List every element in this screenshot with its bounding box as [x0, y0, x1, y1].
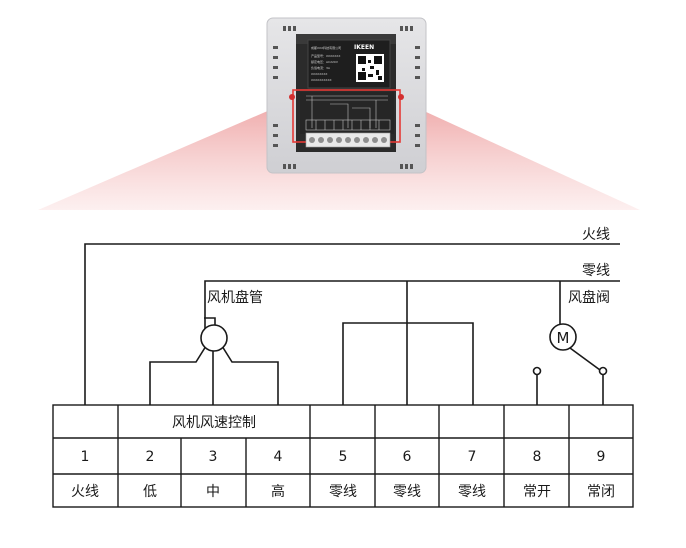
terminal-numbers: 1 2 3 4 5 6 7 8 9: [81, 449, 606, 465]
neutral-line-label: 零线: [582, 263, 610, 279]
live-line-label: 火线: [582, 227, 610, 243]
terminal-table: [52, 404, 634, 508]
fan-coil-label: 风机盘管: [207, 289, 263, 306]
speed-control-label: 风机风速控制: [172, 415, 256, 431]
wiring-diagram: [84, 243, 620, 405]
terminal-name: 中: [206, 484, 220, 500]
sticker-line-3: 额定电压：AC220V: [311, 59, 339, 64]
thermostat-back-panel: IKEEN 成都XXX科技有限公司 产品型号：XXXXXXX 额定电压：AC22…: [266, 17, 427, 174]
terminal-name: 常闭: [587, 484, 615, 500]
fan-coil-symbol: [200, 317, 228, 352]
sticker-line-2: 产品型号：XXXXXXX: [311, 53, 340, 58]
motor-label: M: [557, 329, 570, 347]
device-brand: IKEEN: [354, 44, 374, 51]
sticker-line-4: 负载电流：3A: [311, 65, 331, 70]
qr-code: [356, 54, 384, 82]
sticker-line-1: 成都XXX科技有限公司: [311, 45, 341, 50]
terminal-name: 零线: [458, 484, 486, 500]
terminal-name: 零线: [329, 484, 357, 500]
terminal-number: 6: [403, 449, 412, 465]
fan-valve-label: 风盘阀: [568, 289, 610, 306]
terminal-number: 8: [533, 449, 542, 465]
terminal-number: 5: [339, 449, 348, 465]
terminal-number: 4: [274, 449, 283, 465]
terminal-name: 零线: [393, 484, 421, 500]
terminal-number: 2: [146, 449, 155, 465]
neutral-wire: [204, 280, 620, 330]
terminal-name: 低: [143, 484, 157, 500]
terminal-names: 火线 低 中 高 零线 零线 零线 常开 常闭: [71, 483, 615, 500]
sticker-line-6: XXXXXXXXXX: [311, 78, 332, 82]
terminal-block: [305, 132, 391, 148]
terminal-number: 9: [597, 449, 606, 465]
sticker-line-5: XXXXXXXX: [311, 72, 327, 76]
diagram-card: [38, 210, 642, 524]
motor-symbol: M: [549, 323, 577, 351]
terminal-number: 1: [81, 449, 90, 465]
terminal-name: 常开: [523, 484, 551, 500]
valve-contacts: [532, 366, 608, 376]
terminal-name: 高: [271, 483, 285, 500]
terminal-number: 7: [468, 449, 477, 465]
terminal-name: 火线: [71, 484, 99, 500]
live-wire: [84, 243, 620, 405]
terminal-number: 3: [209, 449, 218, 465]
